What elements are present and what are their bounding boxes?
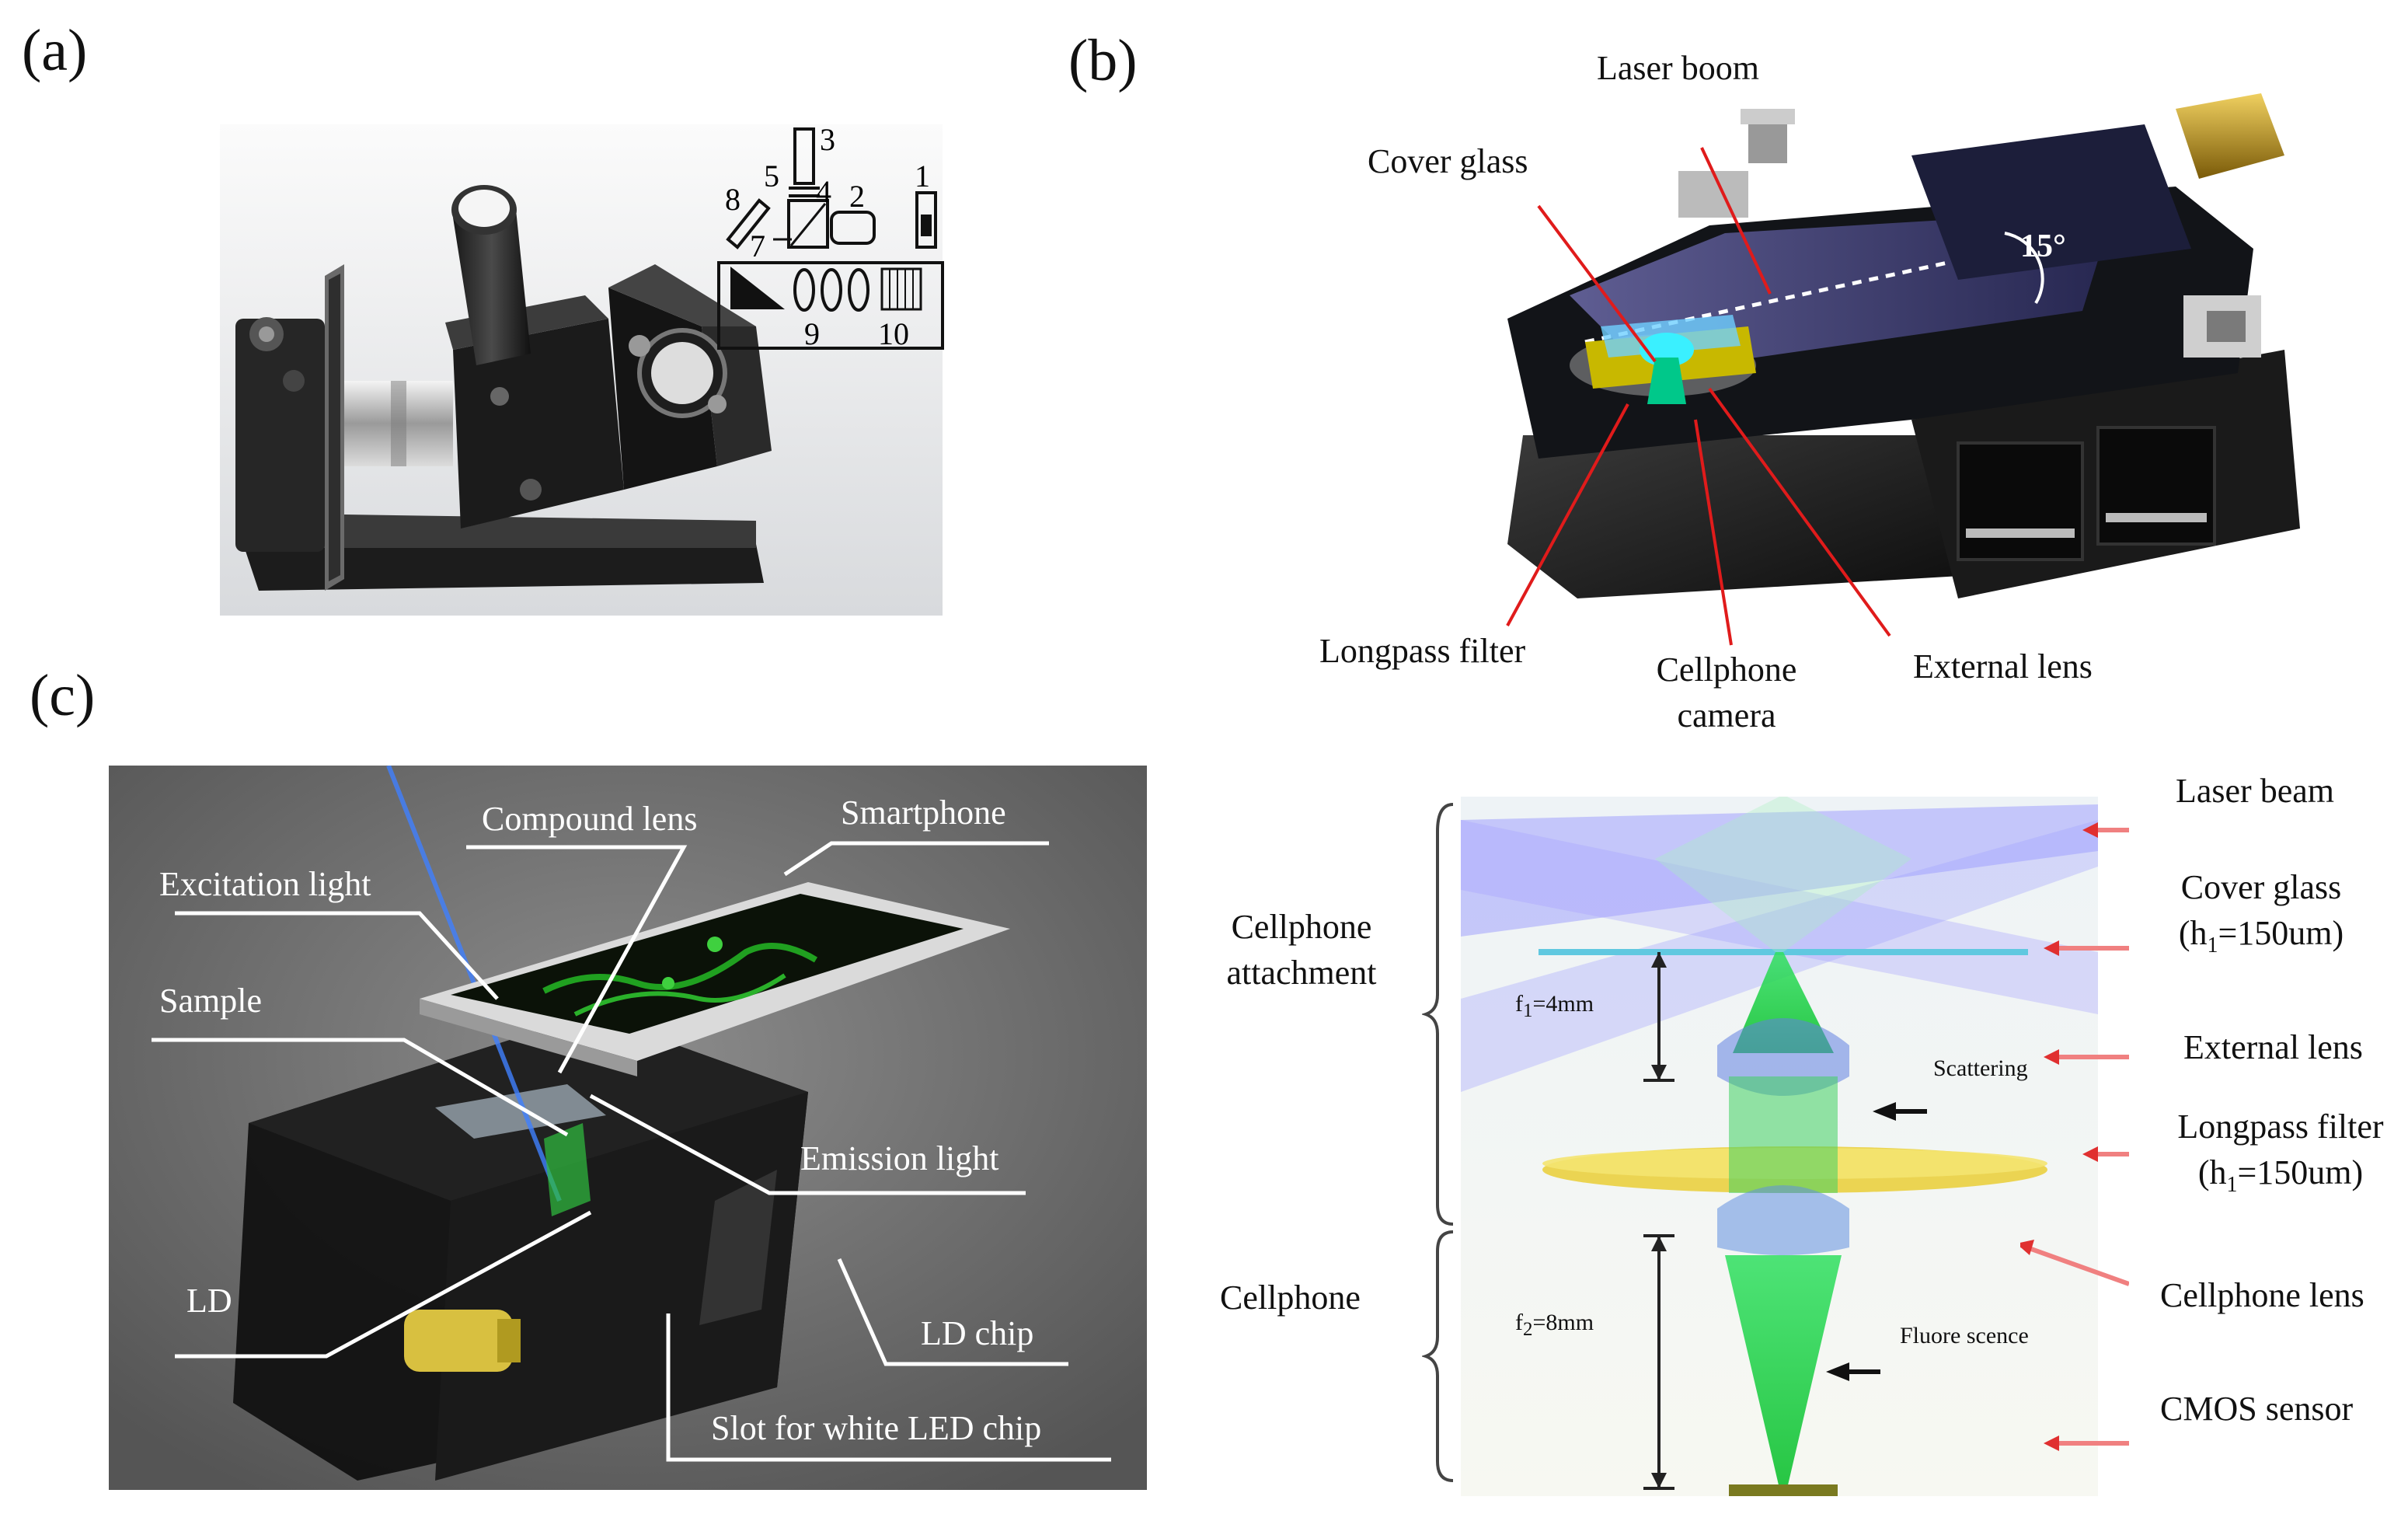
- component-4-number: 4: [816, 174, 831, 209]
- label-compound-lens: Compound lens: [482, 800, 698, 838]
- pointer-external-lens: [1708, 387, 1891, 637]
- angle-label: 15°: [2020, 228, 2066, 264]
- callout-excitation-light: [175, 911, 499, 1000]
- component-3-number: 3: [820, 123, 835, 157]
- label-cover-glass-d-line2: (h1=150um): [2152, 910, 2370, 961]
- label-f2-sub: 2: [1523, 1319, 1533, 1340]
- panel-a-schematic: 3 5 4 2 1 8 7 9 10: [711, 122, 946, 356]
- label-cellphone-camera: Cellphone camera: [1641, 647, 1812, 739]
- label-cellphone-section: Cellphone: [1220, 1279, 1361, 1317]
- label-longpass-filter: Longpass filter: [1319, 632, 1526, 670]
- label-attachment-line1: Cellphone: [1231, 908, 1372, 946]
- label-cellphone-attachment: Cellphone attachment: [1197, 904, 1406, 996]
- panel-d-red-arrows: [2020, 822, 2129, 1451]
- label-ld-chip: LD chip: [921, 1314, 1034, 1352]
- label-ld: LD: [186, 1282, 232, 1320]
- label-cover-glass-d-post: =150um): [2218, 914, 2344, 953]
- label-external-lens-d: External lens: [2183, 1028, 2363, 1066]
- label-cover-glass-d: Cover glass (h1=150um): [2152, 864, 2370, 961]
- panel-d-schematic: [1461, 797, 2098, 1496]
- label-longpass-d-line1: Longpass filter: [2177, 1108, 2384, 1146]
- label-f2: f2=8mm: [1515, 1310, 1594, 1341]
- label-f1-sub: 1: [1523, 1000, 1533, 1021]
- label-cellphone-camera-line1: Cellphone: [1656, 651, 1797, 689]
- cellphone-attachment-render: 15°: [1507, 93, 2300, 598]
- label-f1: f1=4mm: [1515, 991, 1594, 1022]
- label-longpass-d-pre: (h: [2197, 1153, 2227, 1192]
- label-longpass-d-line2: (h1=150um): [2160, 1149, 2401, 1200]
- smartphone-fluorescence-render: [109, 766, 1147, 1490]
- label-cover-glass-d-pre: (h: [2178, 914, 2208, 953]
- label-laser-boom: Laser boom: [1597, 49, 1759, 87]
- label-f1-post: =4mm: [1532, 991, 1594, 1017]
- callout-slot: [666, 1313, 1111, 1462]
- brace-attachment: [1422, 803, 1454, 1226]
- callout-ld-chip: [837, 1258, 1068, 1366]
- pointer-cellphone-camera: [1694, 419, 1733, 646]
- component-2-number: 2: [849, 179, 865, 214]
- label-cover-glass-d-sub: 1: [2207, 933, 2218, 958]
- label-excitation-light: Excitation light: [159, 865, 371, 903]
- label-cover-glass: Cover glass: [1368, 142, 1528, 180]
- component-9-number: 9: [804, 316, 820, 351]
- label-cover-glass-d-line1: Cover glass: [2180, 868, 2342, 906]
- panel-c-render: [109, 766, 1147, 1490]
- component-7-number: 7: [750, 228, 765, 263]
- component-10-number: 10: [878, 316, 909, 351]
- component-5-number: 5: [764, 159, 779, 194]
- label-emission-light: Emission light: [800, 1139, 999, 1177]
- brace-cellphone: [1422, 1230, 1454, 1482]
- label-fluorescence: Fluore scence: [1900, 1323, 2029, 1348]
- label-laser-beam: Laser beam: [2176, 772, 2334, 810]
- label-sample: Sample: [159, 982, 262, 1020]
- callout-sample: [152, 1038, 569, 1137]
- label-attachment-line2: attachment: [1226, 954, 1377, 992]
- arrow-cellphone-lens: [2020, 1243, 2129, 1286]
- label-f2-post: =8mm: [1532, 1310, 1594, 1335]
- panel-c-label: (c): [30, 663, 96, 728]
- panel-a-label: (a): [22, 18, 88, 83]
- callout-ld: [175, 1210, 592, 1359]
- label-scattering: Scattering: [1933, 1055, 2028, 1081]
- label-longpass-d-post: =150um): [2237, 1153, 2364, 1192]
- label-slot-white-led: Slot for white LED chip: [711, 1409, 1042, 1447]
- label-f1-pre: f: [1515, 991, 1523, 1017]
- pointer-cover-glass: [1537, 204, 1657, 363]
- label-longpass-filter-d: Longpass filter (h1=150um): [2160, 1104, 2401, 1200]
- callout-smartphone: [783, 841, 1049, 877]
- label-smartphone: Smartphone: [841, 794, 1006, 832]
- component-1-number: 1: [915, 159, 930, 194]
- optical-path-diagram: [1461, 797, 2098, 1496]
- section-braces: [1422, 803, 1454, 1482]
- label-cmos-sensor: CMOS sensor: [2160, 1390, 2354, 1428]
- panel-b-label: (b): [1068, 28, 1138, 93]
- pointer-longpass-filter: [1506, 403, 1629, 626]
- component-8-number: 8: [725, 182, 741, 217]
- optical-layout-schematic: 3 5 4 2 1 8 7 9 10: [717, 122, 944, 351]
- callout-compound-lens: [466, 845, 688, 1074]
- panel-b-render: 15°: [1476, 93, 2316, 622]
- label-longpass-d-sub: 1: [2226, 1173, 2238, 1198]
- label-external-lens: External lens: [1913, 647, 2093, 685]
- pointer-laser-boom: [1700, 147, 1772, 295]
- label-f2-pre: f: [1515, 1310, 1523, 1335]
- label-cellphone-lens: Cellphone lens: [2160, 1276, 2364, 1314]
- callout-emission-light: [589, 1094, 1026, 1195]
- label-cellphone-camera-line2: camera: [1677, 696, 1776, 735]
